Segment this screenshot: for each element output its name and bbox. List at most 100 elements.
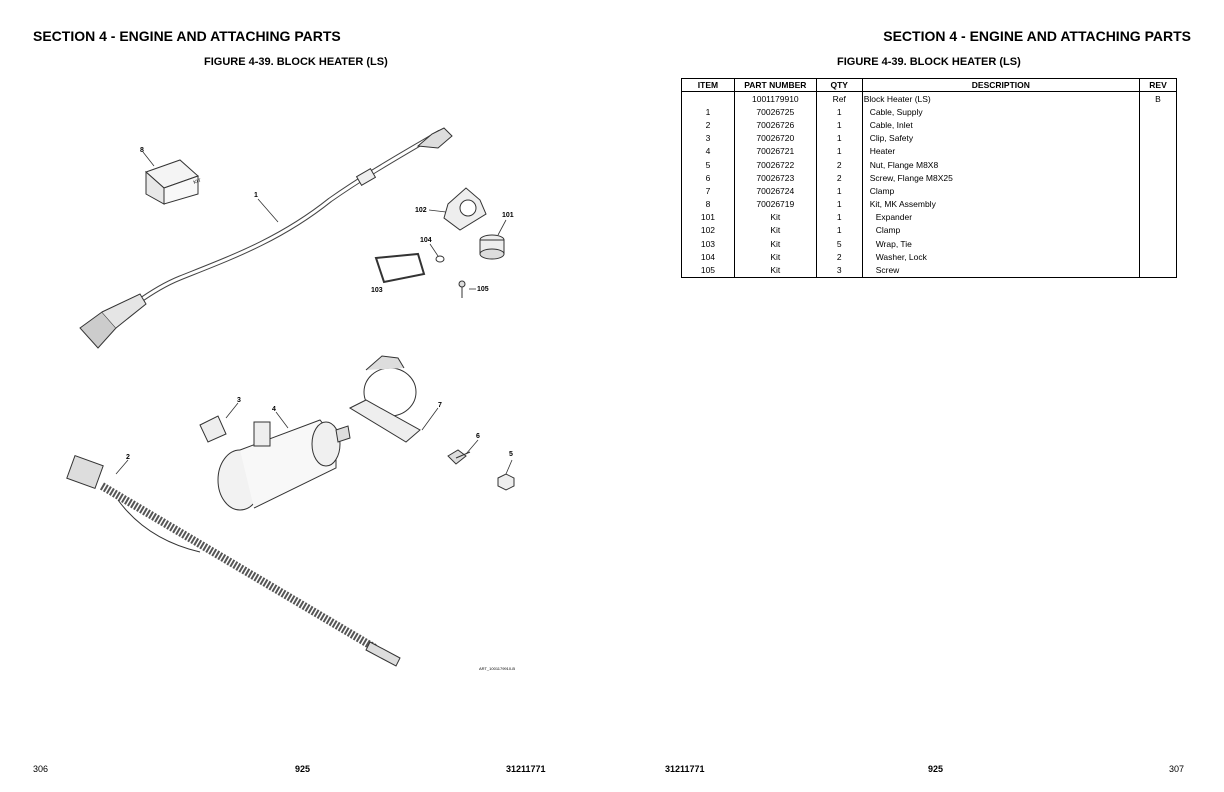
callout-1: 1: [254, 192, 258, 199]
cell-part-number: 70026723: [733, 171, 817, 185]
cell-rev: [1139, 144, 1177, 158]
right-figure-title: FIGURE 4-39. BLOCK HEATER (LS): [837, 56, 1021, 68]
cell-qty: 2: [815, 157, 863, 172]
left-center-page-number: 925: [295, 764, 311, 774]
callout-102: 102: [415, 207, 427, 214]
cell-rev: [1139, 223, 1177, 238]
cell-part-number: 70026724: [733, 184, 817, 198]
cell-rev: [1139, 105, 1177, 119]
cell-item: 105: [681, 263, 735, 278]
cell-part-number: 70026721: [733, 144, 817, 158]
cell-part-number: Kit: [733, 250, 817, 264]
cell-item: 5: [681, 157, 735, 172]
cell-rev: B: [1139, 91, 1177, 106]
cell-part-number: 1001179910: [733, 91, 817, 106]
cell-qty: 1: [815, 131, 863, 145]
tie-wrap-103-illustration: [374, 252, 426, 284]
callout-6: 6: [476, 433, 480, 440]
cell-description: Wrap, Tie: [861, 237, 1141, 251]
cell-qty: Ref: [815, 91, 863, 106]
cell-description: Cable, Supply: [861, 105, 1141, 119]
left-figure-title: FIGURE 4-39. BLOCK HEATER (LS): [204, 56, 388, 68]
cell-item: 6: [681, 171, 735, 185]
cell-part-number: 70026726: [733, 118, 817, 132]
header-part-number: PART NUMBER: [733, 78, 817, 92]
heater-4-illustration: [217, 419, 351, 511]
cell-description: Heater: [861, 144, 1141, 158]
exploded-parts-diagram: KIT 8 1 102 101 104 103 105 3 4 7 2 6 5 …: [66, 127, 515, 671]
cell-part-number: Kit: [733, 210, 817, 224]
cell-description: Clamp: [861, 223, 1141, 238]
cell-part-number: 70026725: [733, 105, 817, 119]
cell-qty: 1: [815, 144, 863, 158]
cell-rev: [1139, 263, 1177, 278]
cell-rev: [1139, 118, 1177, 132]
header-rev: REV: [1139, 78, 1177, 92]
callout-5: 5: [509, 451, 513, 458]
expander-101-illustration: [479, 234, 505, 260]
clamp-7-illustration: [348, 355, 421, 443]
cell-rev: [1139, 210, 1177, 224]
cell-qty: 5: [815, 237, 863, 251]
callout-7: 7: [438, 402, 442, 409]
table-header-row: ITEM PART NUMBER QTY DESCRIPTION REV: [681, 78, 1177, 92]
cell-qty: 3: [815, 263, 863, 278]
cell-item: 101: [681, 210, 735, 224]
left-page-number: 306: [33, 764, 49, 774]
callout-3: 3: [237, 397, 241, 404]
cell-item: 103: [681, 237, 735, 251]
cell-description: Washer, Lock: [861, 250, 1141, 264]
cell-description: Block Heater (LS): [861, 91, 1141, 106]
cell-description: Cable, Inlet: [861, 118, 1141, 132]
right-center-page-number: 925: [928, 764, 944, 774]
cell-rev: [1139, 237, 1177, 251]
kit-box-illustration: [145, 159, 199, 205]
cell-part-number: Kit: [733, 263, 817, 278]
cell-qty: 2: [815, 171, 863, 185]
cell-item: 4: [681, 144, 735, 158]
art-id: ART_1001179910-B: [479, 666, 515, 671]
inlet-cable-2-illustration: [66, 454, 401, 667]
cell-description: Nut, Flange M8X8: [861, 157, 1141, 172]
cell-qty: 1: [815, 105, 863, 119]
callout-8: 8: [140, 147, 144, 154]
cell-part-number: 70026719: [733, 197, 817, 211]
cell-qty: 1: [815, 118, 863, 132]
cell-description: Kit, MK Assembly: [861, 197, 1141, 211]
cell-description: Clamp: [861, 184, 1141, 198]
safety-clip-3-illustration: [199, 415, 227, 443]
callout-4: 4: [272, 406, 276, 413]
cell-item: 3: [681, 131, 735, 145]
clamp-102-illustration: [443, 187, 487, 231]
cell-item: 102: [681, 223, 735, 238]
cell-item: 2: [681, 118, 735, 132]
cell-qty: 1: [815, 210, 863, 224]
cell-item: 104: [681, 250, 735, 264]
right-page-number: 307: [1169, 764, 1185, 774]
cell-part-number: Kit: [733, 237, 817, 251]
right-section-title: SECTION 4 - ENGINE AND ATTACHING PARTS: [883, 28, 1191, 44]
left-section-title: SECTION 4 - ENGINE AND ATTACHING PARTS: [33, 28, 341, 44]
cell-rev: [1139, 184, 1177, 198]
cell-rev: [1139, 171, 1177, 185]
nut-5-illustration: [497, 473, 515, 491]
cell-part-number: 70026722: [733, 157, 817, 172]
cell-rev: [1139, 250, 1177, 264]
header-qty: QTY: [815, 78, 863, 92]
cell-description: Screw: [861, 263, 1141, 278]
cell-description: Expander: [861, 210, 1141, 224]
header-description: DESCRIPTION: [861, 78, 1141, 92]
kit-box-label: KIT: [193, 178, 202, 186]
header-item: ITEM: [681, 78, 735, 92]
